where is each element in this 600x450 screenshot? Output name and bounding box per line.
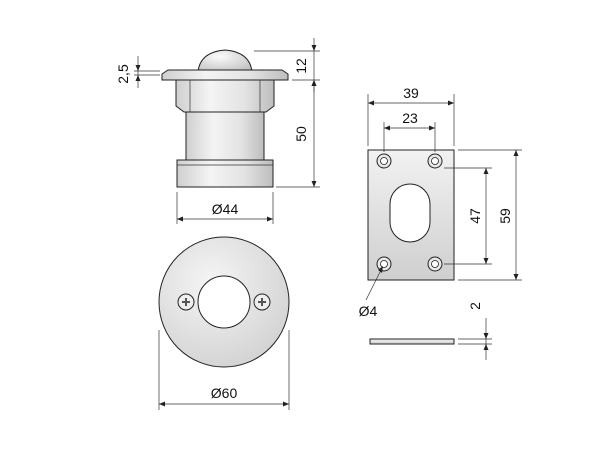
label-hole-diameter: Ø4 bbox=[359, 303, 378, 319]
round-plate-center-hole bbox=[197, 275, 251, 329]
plate-side-view bbox=[369, 338, 455, 345]
label-hole-spacing-y: 47 bbox=[467, 208, 483, 224]
rect-plate-slot bbox=[389, 183, 431, 243]
label-plate-width: 39 bbox=[403, 85, 419, 101]
dim-hole-spacing-x: 23 bbox=[383, 110, 436, 152]
hex-body bbox=[175, 79, 275, 113]
dome bbox=[197, 49, 253, 73]
label-flange-thickness: 2,5 bbox=[115, 64, 131, 84]
side-view bbox=[161, 49, 289, 188]
dim-plate-diameter: Ø60 bbox=[158, 330, 290, 410]
cylinder-body bbox=[185, 111, 265, 161]
screw-right-icon bbox=[253, 293, 271, 311]
dim-hole-diameter: Ø4 bbox=[359, 266, 383, 319]
hole-top-left-icon bbox=[376, 153, 392, 169]
dim-hole-spacing-y: 47 bbox=[444, 167, 492, 265]
hole-bottom-left-icon bbox=[376, 256, 392, 272]
hole-top-right-icon bbox=[427, 153, 443, 169]
dim-plate-width: 39 bbox=[367, 85, 455, 146]
label-base-diameter: Ø44 bbox=[212, 201, 239, 217]
hole-bottom-right-icon bbox=[427, 256, 443, 272]
label-body-height: 50 bbox=[293, 126, 309, 142]
dim-plate-thickness: 2 bbox=[458, 302, 492, 360]
dim-body-height: 50 bbox=[276, 80, 320, 188]
dim-base-diameter: Ø44 bbox=[176, 192, 274, 224]
rect-plate bbox=[367, 149, 455, 281]
round-plate bbox=[158, 236, 290, 368]
plate-edge bbox=[369, 338, 455, 345]
flange bbox=[161, 69, 289, 81]
label-hole-spacing-x: 23 bbox=[402, 110, 418, 126]
dim-plate-height: 59 bbox=[458, 149, 522, 281]
label-plate-diameter: Ø60 bbox=[211, 385, 238, 401]
label-plate-height: 59 bbox=[497, 208, 513, 224]
dim-flange-thickness: 2,5 bbox=[115, 56, 160, 88]
base bbox=[176, 159, 274, 188]
screw-left-icon bbox=[177, 293, 195, 311]
label-dome-height: 12 bbox=[293, 58, 309, 74]
label-plate-thickness: 2 bbox=[467, 302, 483, 310]
